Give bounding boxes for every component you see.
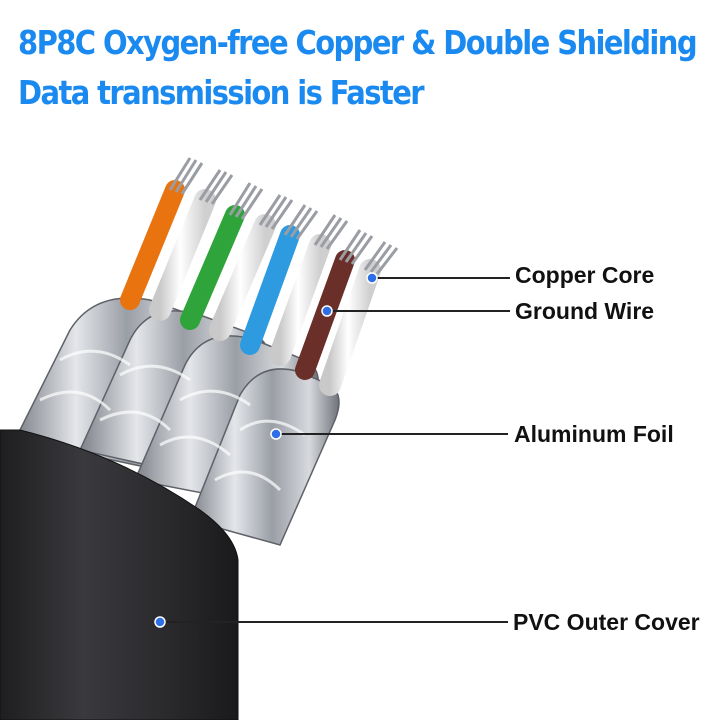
wire-white-3 — [269, 234, 331, 366]
wire-white-1 — [149, 189, 216, 321]
copper-core-marker — [366, 272, 378, 284]
wire-white-4 — [319, 259, 381, 396]
wire-orange — [120, 180, 185, 310]
label-aluminum-foil: Aluminum Foil — [514, 421, 674, 447]
aluminum-foil-marker — [270, 428, 282, 440]
wire-green — [180, 205, 245, 330]
label-ground-wire: Ground Wire — [515, 298, 655, 324]
callout-markers — [154, 272, 378, 628]
copper-core-strands — [168, 157, 399, 275]
ground-wire-marker — [321, 305, 333, 317]
foil-pair-4 — [188, 368, 340, 546]
pvc-outer-cover — [0, 429, 239, 720]
aluminum-foil-pairs — [13, 297, 340, 546]
wire-white-2 — [209, 214, 276, 341]
label-copper-core: Copper Core — [515, 262, 655, 288]
label-pvc-outer-cover: PVC Outer Cover — [513, 609, 700, 635]
headline-line-1: 8P8C Oxygen-free Copper & Double Shieldi… — [18, 23, 698, 62]
headline: 8P8C Oxygen-free Copper & Double Shieldi… — [18, 18, 708, 119]
pvc-cover-marker — [154, 616, 166, 628]
wire-blue — [240, 225, 300, 355]
callout-lines — [160, 277, 510, 623]
headline-line-2: Data transmission is Faster — [18, 74, 425, 113]
